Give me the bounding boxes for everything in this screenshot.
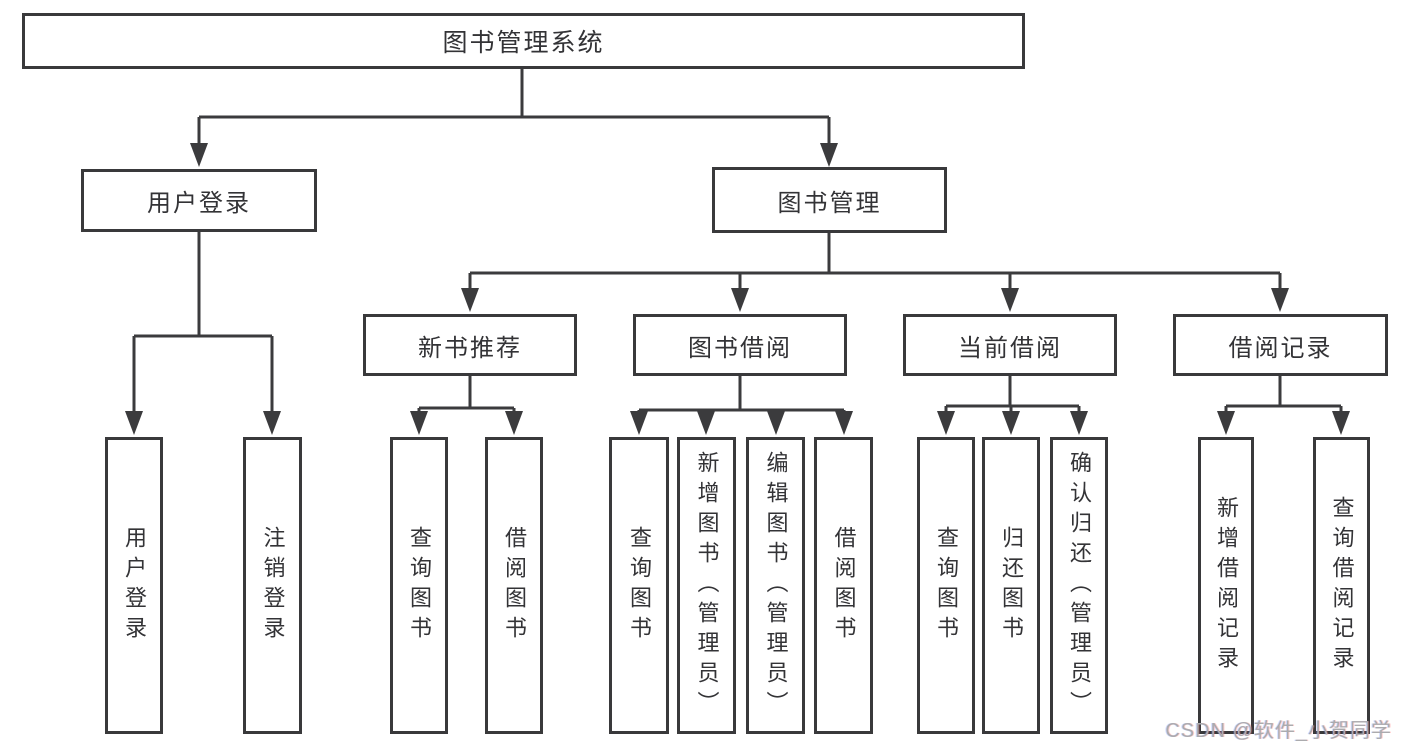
connector-current-borrow-to-leaves — [937, 374, 1088, 435]
node-label: 图书管理 — [777, 189, 882, 217]
leaf-logout: 注销登录 — [243, 437, 302, 734]
node-label: 新书推荐 — [418, 334, 522, 362]
leaf-query-borrow-record: 查询借阅记录 — [1313, 437, 1370, 734]
node-label: 用户登录 — [122, 525, 147, 646]
node-label: 当前借阅 — [958, 334, 1062, 362]
node-new-book-recommend: 新书推荐 — [363, 314, 577, 376]
arrowhead — [410, 411, 428, 435]
node-label: 图书借阅 — [688, 334, 792, 362]
arrowhead — [767, 411, 785, 435]
node-label: 新增借阅记录 — [1214, 495, 1239, 676]
arrowhead — [820, 143, 838, 167]
csdn-watermark: CSDN @软件_小贺同学 — [1165, 720, 1392, 742]
connector-book-borrow-to-leaves — [630, 374, 853, 435]
leaf-borrow-books-recommend: 借阅图书 — [485, 437, 543, 734]
arrowhead — [505, 411, 523, 435]
leaf-add-books-admin: 新增图书（管理员） — [677, 437, 736, 734]
node-label: 用户登录 — [147, 190, 251, 217]
leaf-query-books-borrow: 查询图书 — [609, 437, 669, 734]
node-current-borrow: 当前借阅 — [903, 314, 1117, 376]
arrowhead — [697, 411, 715, 435]
arrowhead — [835, 411, 853, 435]
arrowhead — [1001, 288, 1019, 312]
node-book-borrow: 图书借阅 — [633, 314, 847, 376]
arrowhead — [1002, 411, 1020, 435]
arrowhead — [1332, 411, 1350, 435]
connector-user-login-to-leaves — [125, 231, 281, 435]
arrowhead — [731, 288, 749, 312]
connector-new-book-to-leaves — [410, 374, 523, 435]
node-label: 查询借阅记录 — [1329, 495, 1355, 676]
leaf-query-books-recommend: 查询图书 — [390, 437, 448, 734]
connector-book-mgmt-to-level3 — [461, 231, 1289, 312]
connector-borrow-records-to-leaves — [1217, 374, 1350, 435]
leaf-edit-books-admin: 编辑图书（管理员） — [746, 437, 805, 734]
arrowhead — [190, 143, 208, 167]
arrowhead — [630, 411, 648, 435]
node-label: 查询图书 — [407, 525, 432, 646]
node-borrow-records: 借阅记录 — [1173, 314, 1388, 376]
arrowhead — [461, 288, 479, 312]
node-user-login: 用户登录 — [81, 169, 317, 232]
node-label: 查询图书 — [934, 525, 959, 646]
node-label: 确认归还（管理员） — [1067, 450, 1092, 721]
leaf-confirm-return-admin: 确认归还（管理员） — [1050, 437, 1108, 734]
arrowhead — [125, 411, 143, 435]
arrowhead — [1271, 288, 1289, 312]
arrowhead — [937, 411, 955, 435]
connector-root-to-level2 — [190, 67, 838, 167]
leaf-add-borrow-record: 新增借阅记录 — [1198, 437, 1254, 734]
leaf-query-books-current: 查询图书 — [917, 437, 975, 734]
node-label: 归还图书 — [999, 525, 1024, 646]
node-root-book-management-system: 图书管理系统 — [22, 13, 1025, 69]
node-label: 图书管理系统 — [442, 29, 605, 57]
node-label: 借阅记录 — [1228, 334, 1333, 362]
leaf-user-login: 用户登录 — [105, 437, 163, 734]
node-label: 借阅图书 — [502, 525, 527, 646]
node-label: 编辑图书（管理员） — [763, 450, 789, 721]
leaf-borrow-books: 借阅图书 — [814, 437, 873, 734]
node-label: 注销登录 — [260, 525, 286, 646]
node-label: 借阅图书 — [831, 525, 857, 646]
leaf-return-books: 归还图书 — [982, 437, 1040, 734]
node-book-management: 图书管理 — [712, 167, 947, 233]
arrowhead — [1070, 411, 1088, 435]
node-label: 新增图书（管理员） — [694, 450, 720, 721]
arrowhead — [263, 411, 281, 435]
arrowhead — [1217, 411, 1235, 435]
node-label: 查询图书 — [627, 525, 652, 646]
